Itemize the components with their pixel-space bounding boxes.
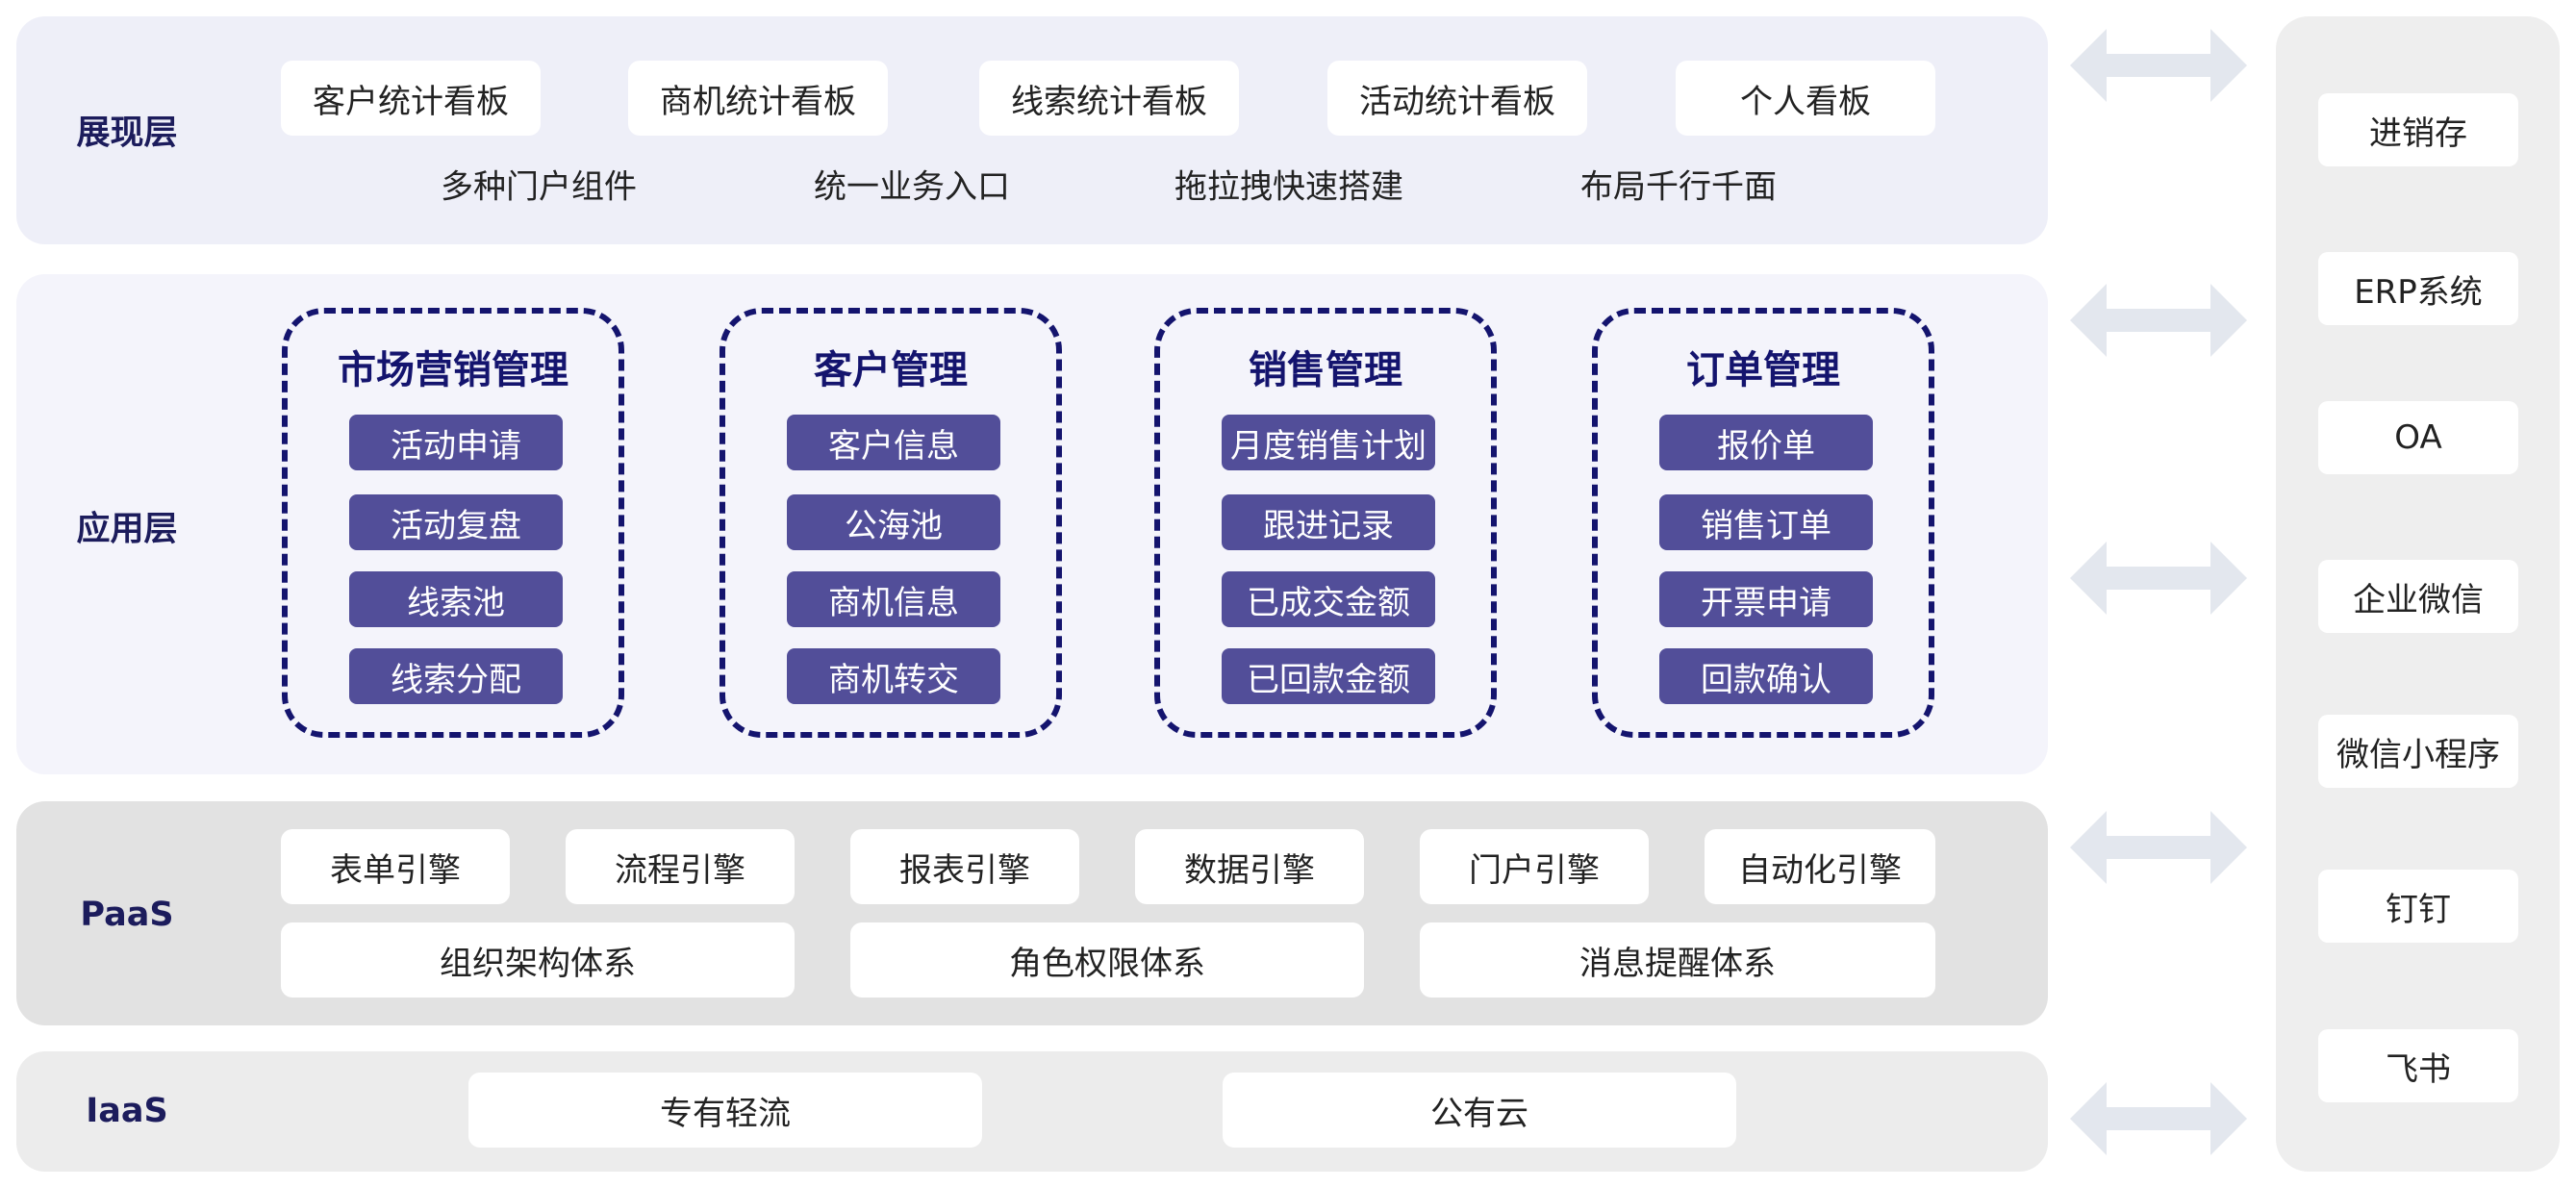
engine-workflow[interactable]: 流程引擎: [566, 829, 795, 904]
module-item[interactable]: 回款确认: [1659, 648, 1873, 704]
integrations-panel: 进销存 ERP系统 OA 企业微信 微信小程序 钉钉 飞书: [2276, 16, 2560, 1172]
module-title: 销售管理: [1249, 348, 1402, 392]
engine-portal[interactable]: 门户引擎: [1420, 829, 1649, 904]
module-item[interactable]: 跟进记录: [1222, 494, 1435, 550]
paas-layer-band: PaaS 表单引擎 流程引擎 报表引擎 数据引擎 门户引擎 自动化引擎 组织架构…: [16, 801, 2048, 1025]
module-item[interactable]: 活动复盘: [349, 494, 563, 550]
engine-automation[interactable]: 自动化引擎: [1705, 829, 1935, 904]
module-item[interactable]: 商机转交: [787, 648, 1000, 704]
module-item[interactable]: 线索池: [349, 571, 563, 627]
module-item[interactable]: 公海池: [787, 494, 1000, 550]
integration-item[interactable]: 进销存: [2318, 93, 2518, 166]
module-item[interactable]: 销售订单: [1659, 494, 1873, 550]
double-arrow-icon: [2070, 811, 2247, 884]
module-item[interactable]: 线索分配: [349, 648, 563, 704]
integration-item[interactable]: OA: [2318, 401, 2518, 474]
module-item[interactable]: 报价单: [1659, 415, 1873, 470]
board-activity-stats[interactable]: 活动统计看板: [1327, 61, 1587, 136]
feature-layout: 布局千行千面: [1580, 167, 1777, 207]
module-title: 客户管理: [814, 348, 968, 392]
double-arrow-icon: [2070, 284, 2247, 357]
system-notification[interactable]: 消息提醒体系: [1420, 922, 1935, 998]
module-marketing: 市场营销管理 活动申请 活动复盘 线索池 线索分配: [282, 308, 624, 738]
feature-drag-build: 拖拉拽快速搭建: [1174, 167, 1403, 207]
module-title: 市场营销管理: [338, 348, 568, 392]
feature-unified-entry: 统一业务入口: [814, 167, 1010, 207]
integration-item[interactable]: 钉钉: [2318, 870, 2518, 943]
system-organization[interactable]: 组织架构体系: [281, 922, 795, 998]
module-item[interactable]: 活动申请: [349, 415, 563, 470]
integration-item[interactable]: 飞书: [2318, 1029, 2518, 1102]
engine-form[interactable]: 表单引擎: [281, 829, 510, 904]
system-role-permission[interactable]: 角色权限体系: [850, 922, 1364, 998]
presentation-layer-band: 展现层 客户统计看板 商机统计看板 线索统计看板 活动统计看板 个人看板 多种门…: [16, 16, 2048, 244]
module-item[interactable]: 月度销售计划: [1222, 415, 1435, 470]
board-customer-stats[interactable]: 客户统计看板: [281, 61, 541, 136]
module-item[interactable]: 开票申请: [1659, 571, 1873, 627]
module-item[interactable]: 已成交金额: [1222, 571, 1435, 627]
module-sales: 销售管理 月度销售计划 跟进记录 已成交金额 已回款金额: [1154, 308, 1497, 738]
cloud-public[interactable]: 公有云: [1223, 1073, 1736, 1148]
integration-item[interactable]: 微信小程序: [2318, 715, 2518, 788]
double-arrow-icon: [2070, 29, 2247, 102]
module-item[interactable]: 商机信息: [787, 571, 1000, 627]
board-lead-stats[interactable]: 线索统计看板: [979, 61, 1239, 136]
engine-data[interactable]: 数据引擎: [1135, 829, 1364, 904]
cloud-private[interactable]: 专有轻流: [468, 1073, 982, 1148]
board-opportunity-stats[interactable]: 商机统计看板: [628, 61, 888, 136]
module-item[interactable]: 已回款金额: [1222, 648, 1435, 704]
iaas-layer-label: IaaS: [86, 1092, 168, 1130]
double-arrow-icon: [2070, 542, 2247, 615]
engine-report[interactable]: 报表引擎: [850, 829, 1079, 904]
module-order: 订单管理 报价单 销售订单 开票申请 回款确认: [1592, 308, 1934, 738]
module-title: 订单管理: [1686, 348, 1840, 392]
board-personal[interactable]: 个人看板: [1676, 61, 1935, 136]
integration-item[interactable]: ERP系统: [2318, 252, 2518, 325]
double-arrow-icon: [2070, 1082, 2247, 1155]
paas-layer-label: PaaS: [80, 896, 174, 934]
presentation-layer-label: 展现层: [76, 114, 178, 153]
module-customer: 客户管理 客户信息 公海池 商机信息 商机转交: [720, 308, 1062, 738]
iaas-layer-band: IaaS 专有轻流 公有云: [16, 1051, 2048, 1172]
feature-portal-components: 多种门户组件: [441, 167, 637, 207]
module-item[interactable]: 客户信息: [787, 415, 1000, 470]
integration-item[interactable]: 企业微信: [2318, 560, 2518, 633]
application-layer-label: 应用层: [76, 510, 178, 549]
